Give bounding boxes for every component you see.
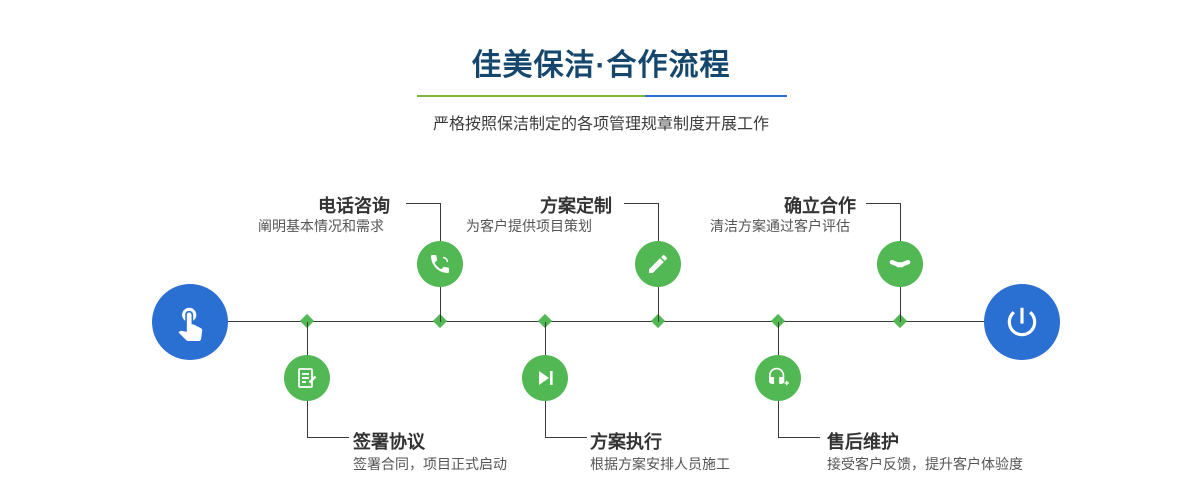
flow-start-node (152, 284, 228, 360)
play-icon (539, 371, 553, 385)
label-connector (307, 401, 308, 437)
connector-line (440, 287, 441, 322)
divider-blue-segment (645, 95, 787, 97)
step-desc-plan-execute: 根据方案安排人员施工 (590, 456, 730, 472)
connector-line (545, 322, 546, 355)
connector-line (778, 322, 779, 355)
step-title-sign-agreement: 签署协议 (353, 432, 425, 452)
handshake-icon (889, 260, 911, 268)
step-node-phone-consult (417, 241, 463, 287)
step-node-after-sales (755, 355, 801, 401)
step-title-plan-customize: 方案定制 (540, 196, 612, 216)
label-connector (778, 437, 820, 438)
step-desc-after-sales: 接受客户反馈，提升客户体验度 (827, 456, 1023, 472)
step-desc-establish-cooperation: 清洁方案通过客户评估 (710, 218, 850, 234)
step-desc-plan-customize: 为客户提供项目策划 (466, 218, 592, 234)
connector-line (658, 287, 659, 322)
document-sign-icon (298, 368, 317, 388)
label-connector (900, 203, 901, 241)
label-connector (440, 203, 441, 241)
label-connector (406, 203, 440, 204)
connector-line (307, 322, 308, 355)
step-title-establish-cooperation: 确立合作 (784, 196, 856, 216)
step-node-sign-agreement (284, 355, 330, 401)
headset-icon (768, 367, 789, 386)
label-connector (545, 437, 587, 438)
timeline-line (190, 321, 1022, 322)
design-pen-icon (649, 254, 668, 273)
page-title: 佳美保洁·合作流程 (471, 49, 731, 82)
title-divider (417, 95, 787, 97)
label-connector (545, 401, 546, 437)
phone-icon (431, 255, 449, 273)
label-connector (307, 437, 349, 438)
step-node-plan-execute (522, 355, 568, 401)
step-desc-sign-agreement: 签署合同，项目正式启动 (353, 456, 507, 472)
step-title-plan-execute: 方案执行 (590, 432, 662, 452)
label-connector (778, 401, 779, 437)
step-desc-phone-consult: 阐明基本情况和需求 (258, 218, 384, 234)
step-title-phone-consult: 电话咨询 (318, 196, 390, 216)
page-subtitle: 严格按照保洁制定的各项管理规章制度开展工作 (432, 116, 769, 133)
label-connector (866, 203, 900, 204)
step-node-establish-cooperation (877, 241, 923, 287)
pointing-hand-icon (178, 307, 203, 341)
divider-green-segment (417, 95, 645, 97)
step-title-after-sales: 售后维护 (827, 432, 899, 452)
label-connector (658, 203, 659, 241)
connector-line (900, 287, 901, 322)
step-node-plan-customize (635, 241, 681, 287)
label-connector (624, 203, 658, 204)
power-icon (1007, 307, 1037, 337)
flow-end-node (984, 284, 1060, 360)
